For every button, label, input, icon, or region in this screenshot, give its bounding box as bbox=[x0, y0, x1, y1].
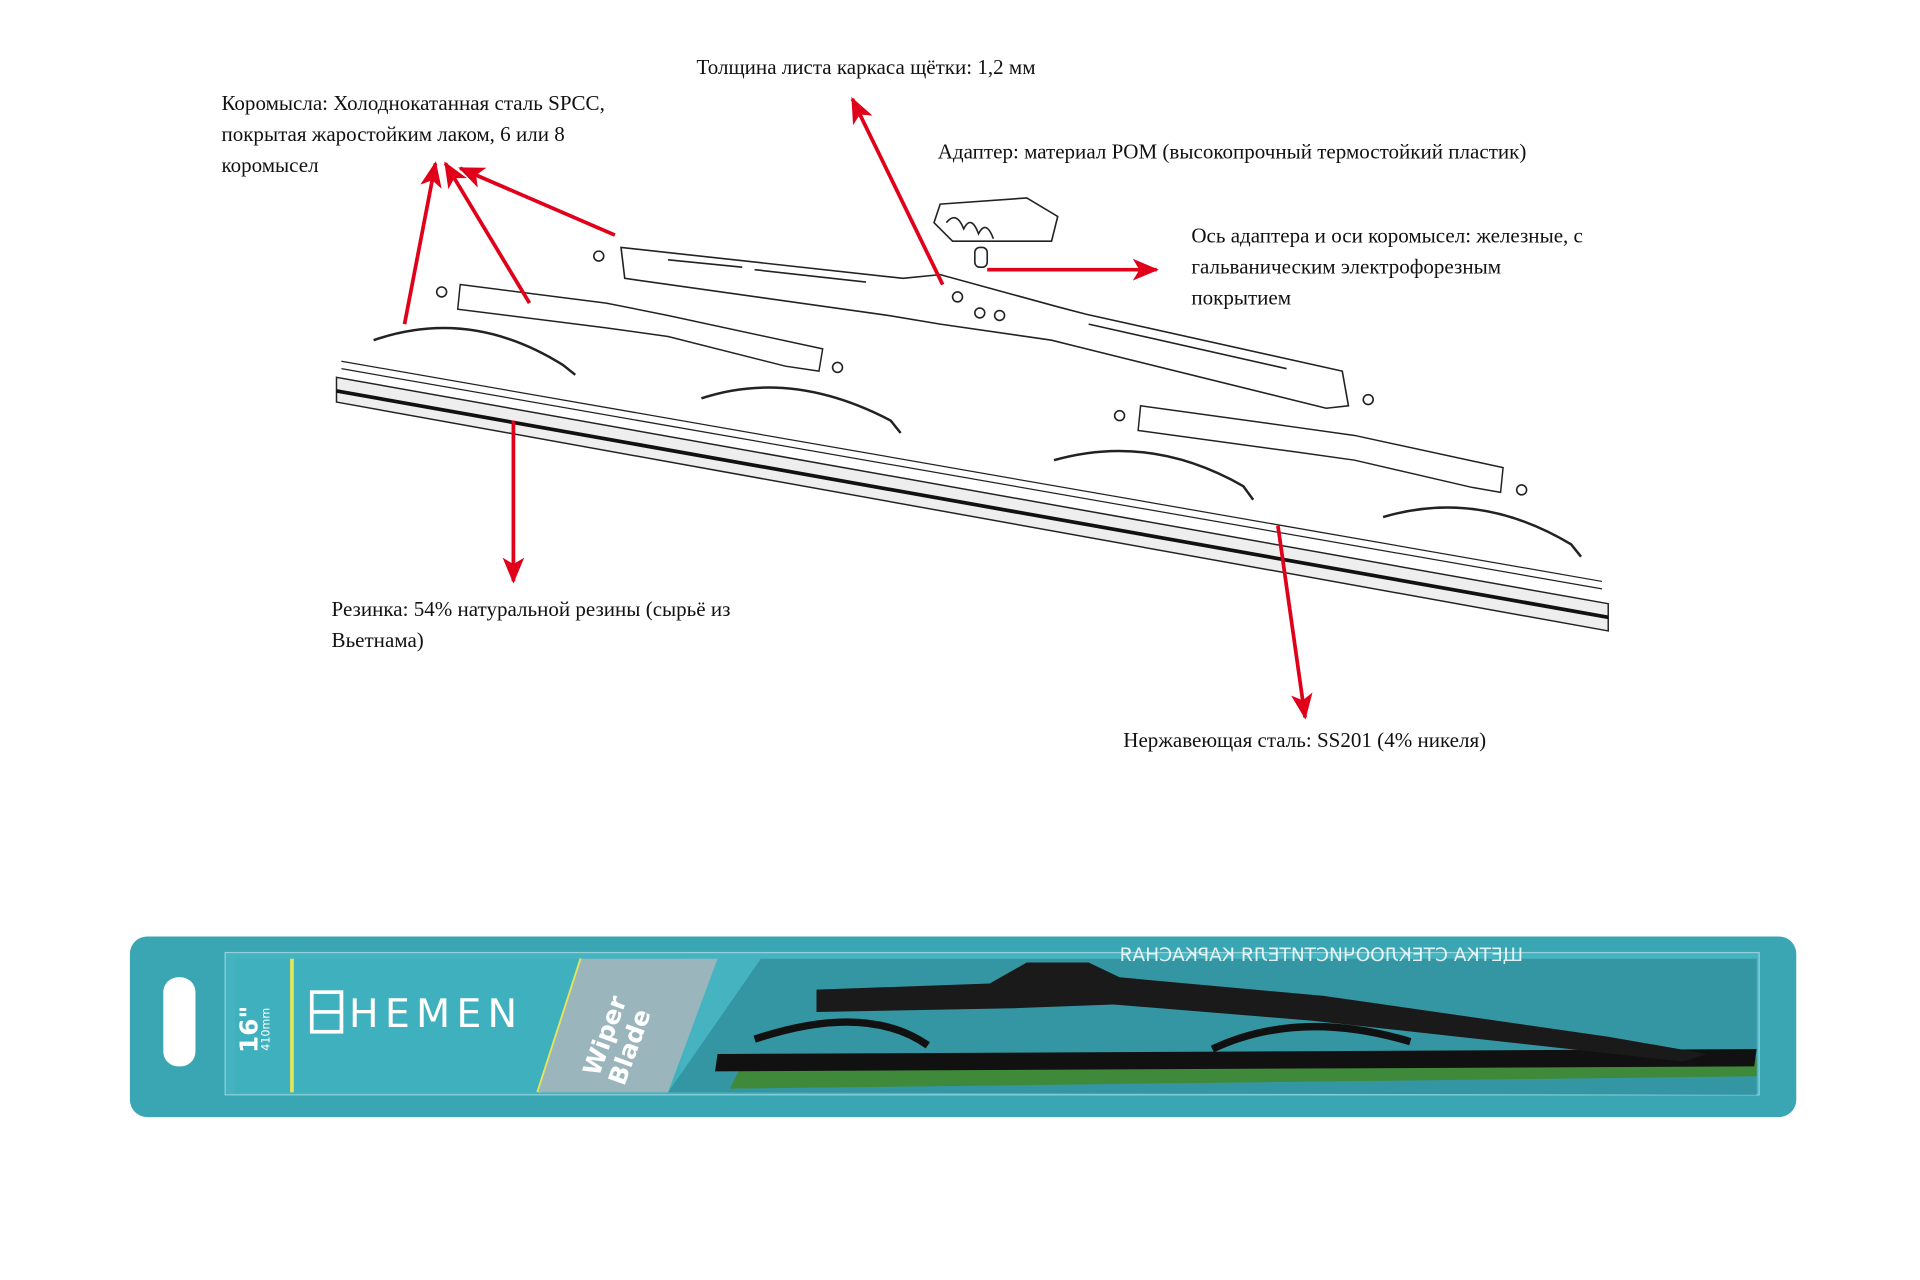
size-inches: 16" bbox=[233, 1005, 264, 1053]
label-line: Коромысла: Холоднокатанная сталь SPCC, bbox=[221, 91, 605, 116]
callout-arrows bbox=[402, 97, 1313, 720]
label-line: Вьетнама) bbox=[331, 628, 424, 652]
label-axles: Ось адаптера и оси коромысел: железные, … bbox=[1191, 220, 1583, 313]
hang-hole bbox=[163, 977, 196, 1067]
label-steel: Нержавеющая сталь: SS201 (4% никеля) bbox=[1123, 728, 1487, 753]
claws bbox=[373, 326, 1582, 558]
main-frame bbox=[620, 246, 1350, 410]
rivets bbox=[435, 250, 1528, 496]
label-line: гальваническим электрофорезным bbox=[1191, 254, 1502, 279]
label-frame-thickness: Толщина листа каркаса щётки: 1,2 мм bbox=[696, 55, 1036, 80]
label-rockers: Коромысла: Холоднокатанная сталь SPCC, п… bbox=[221, 88, 604, 181]
label-line: покрытая жаростойким лаком, 6 или 8 bbox=[221, 122, 565, 146]
label-rubber: Резинка: 54% натуральной резины (сырьё и… bbox=[332, 594, 731, 656]
brand-name: HEMEN bbox=[348, 989, 524, 1037]
adapter bbox=[933, 197, 1059, 269]
label-line: покрытием bbox=[1191, 285, 1292, 310]
wiper-rubber-strip bbox=[335, 360, 1609, 632]
product-package bbox=[129, 936, 1797, 1118]
back-print-text: ЩЕТКА СТЕКЛООЧИСТИТЕЛЯ КАРКАСНАЯ bbox=[1119, 943, 1524, 967]
label-line: Резинка: 54% натуральной резины (сырьё и… bbox=[331, 597, 731, 622]
label-line: Ось адаптера и оси коромысел: железные, … bbox=[1191, 223, 1583, 248]
size-label: 16" 410mm bbox=[233, 998, 285, 1060]
label-line: коромысел bbox=[221, 153, 319, 177]
label-adapter: Адаптер: материал POM (высокопрочный тер… bbox=[937, 139, 1527, 164]
wiper-blade bbox=[715, 1049, 1757, 1072]
secondary-yoke bbox=[456, 283, 1504, 494]
